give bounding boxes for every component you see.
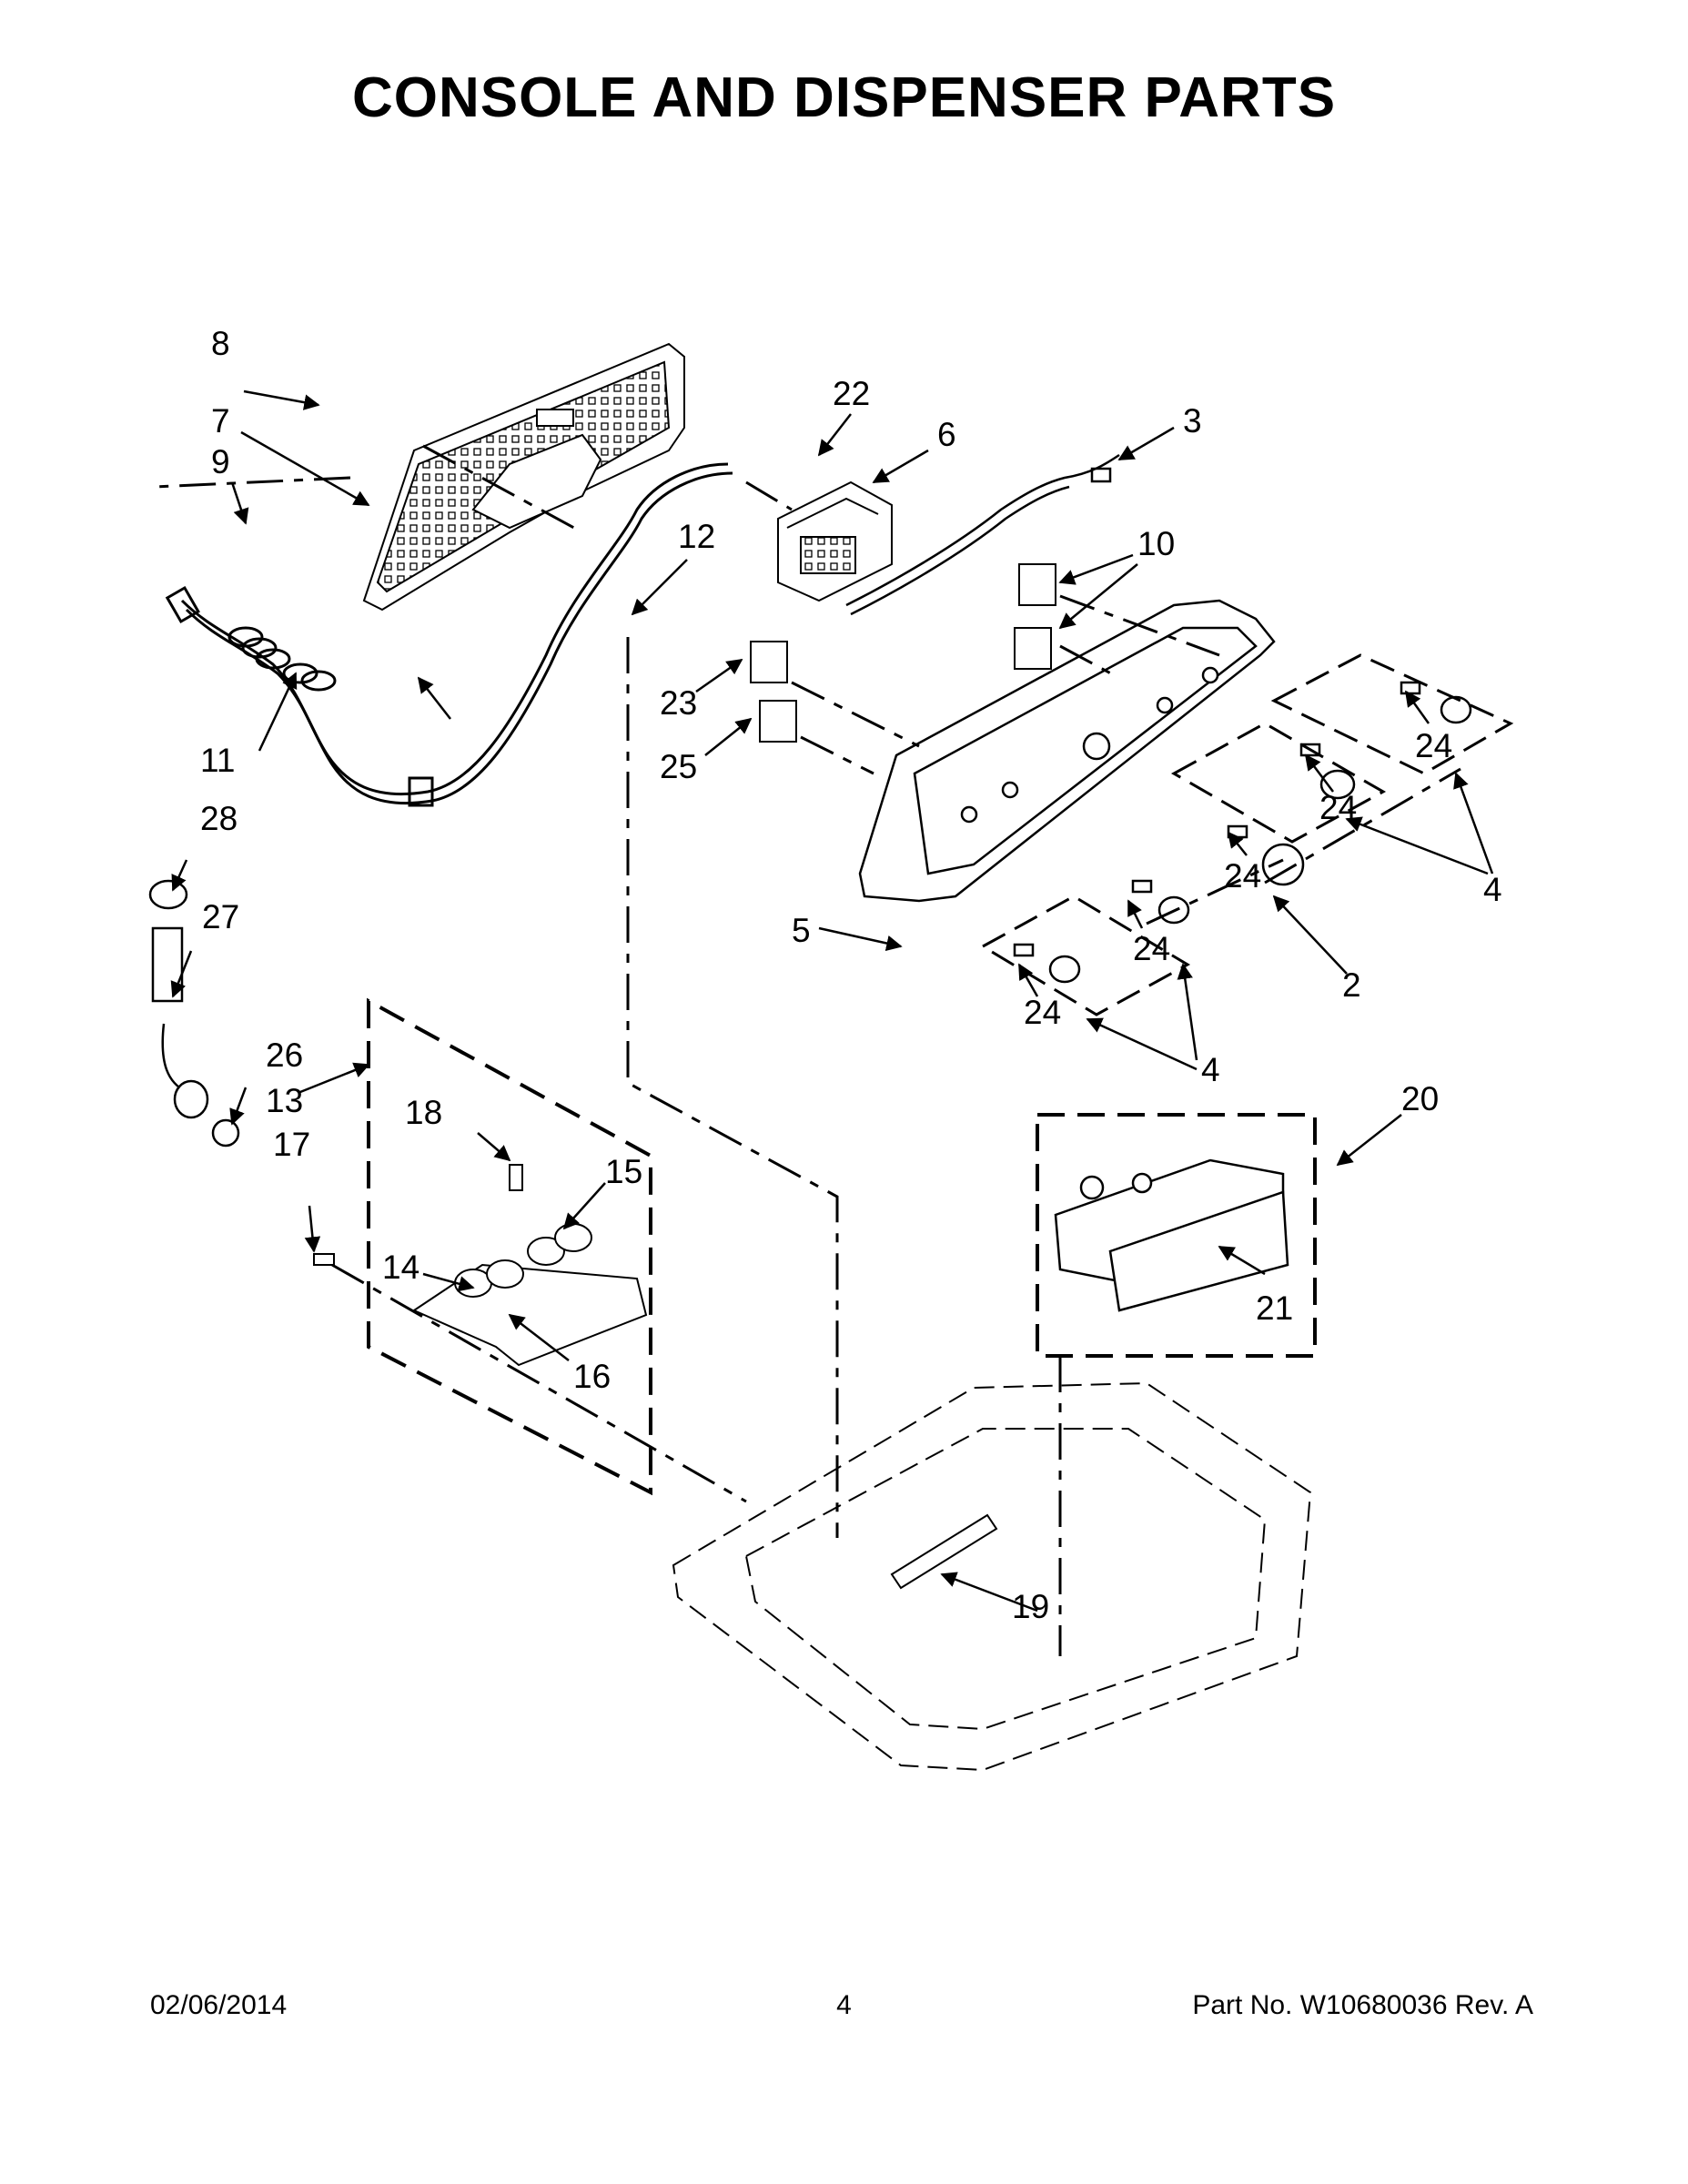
callout-12: 12 (678, 518, 715, 555)
callout-25: 25 (660, 748, 697, 785)
assembly-guide-lines (154, 444, 1461, 1656)
bracket-part (890, 1513, 998, 1590)
footer-part-number: Part No. W10680036 Rev. A (1192, 1990, 1533, 2020)
callout-20: 20 (1401, 1080, 1439, 1117)
leader-arrows (170, 389, 1494, 1613)
callout-18: 18 (405, 1094, 442, 1131)
power-cord-part (165, 462, 733, 807)
callout-23: 23 (660, 684, 697, 722)
water-valve-assembly-part (313, 1164, 648, 1367)
callout-24-c: 24 (1224, 857, 1261, 895)
callout-15: 15 (605, 1153, 642, 1190)
callout-10: 10 (1137, 525, 1175, 562)
rear-panel-part (362, 342, 685, 612)
callout-21: 21 (1256, 1289, 1293, 1327)
callout-28: 28 (200, 800, 238, 837)
callout-3: 3 (1183, 402, 1202, 440)
callout-19: 19 (1012, 1588, 1049, 1625)
switch-parts (750, 563, 1056, 743)
callout-27: 27 (202, 898, 239, 935)
console-part (858, 599, 1276, 903)
callout-24-b: 24 (1319, 789, 1357, 826)
footer-date: 02/06/2014 (150, 1990, 288, 2020)
callout-2: 2 (1342, 966, 1361, 1004)
top-cover-part (672, 1381, 1312, 1772)
callout-7: 7 (211, 402, 230, 440)
callout-17: 17 (273, 1126, 310, 1163)
callout-24-a: 24 (1415, 727, 1452, 764)
page-title: CONSOLE AND DISPENSER PARTS (351, 66, 1337, 129)
dispenser-drawer-part (1054, 1158, 1289, 1312)
callout-4-a: 4 (1483, 871, 1502, 908)
footer-page-number: 4 (836, 1990, 852, 2020)
callout-labels: 8 7 9 11 28 27 26 13 17 18 15 14 16 12 2… (200, 325, 1502, 1625)
callout-4-b: 4 (1201, 1051, 1220, 1088)
callout-9: 9 (211, 443, 230, 480)
callout-16: 16 (573, 1358, 611, 1395)
control-board-part (777, 480, 893, 602)
callout-26: 26 (266, 1036, 303, 1074)
callout-13: 13 (266, 1082, 303, 1119)
callout-14: 14 (382, 1249, 419, 1286)
callout-6: 6 (937, 416, 956, 453)
callout-22: 22 (833, 375, 870, 412)
dashed-box-valve (367, 997, 652, 1496)
callout-24-e: 24 (1024, 994, 1061, 1031)
callout-8: 8 (211, 325, 230, 362)
wire-harness-part (845, 453, 1120, 616)
callout-11: 11 (200, 742, 235, 779)
knob-parts (1013, 681, 1472, 984)
fill-hose-part (148, 879, 240, 1148)
dashed-box-dispenser (1036, 1113, 1317, 1358)
callout-24-d: 24 (1133, 930, 1170, 967)
callout-5: 5 (792, 912, 811, 949)
